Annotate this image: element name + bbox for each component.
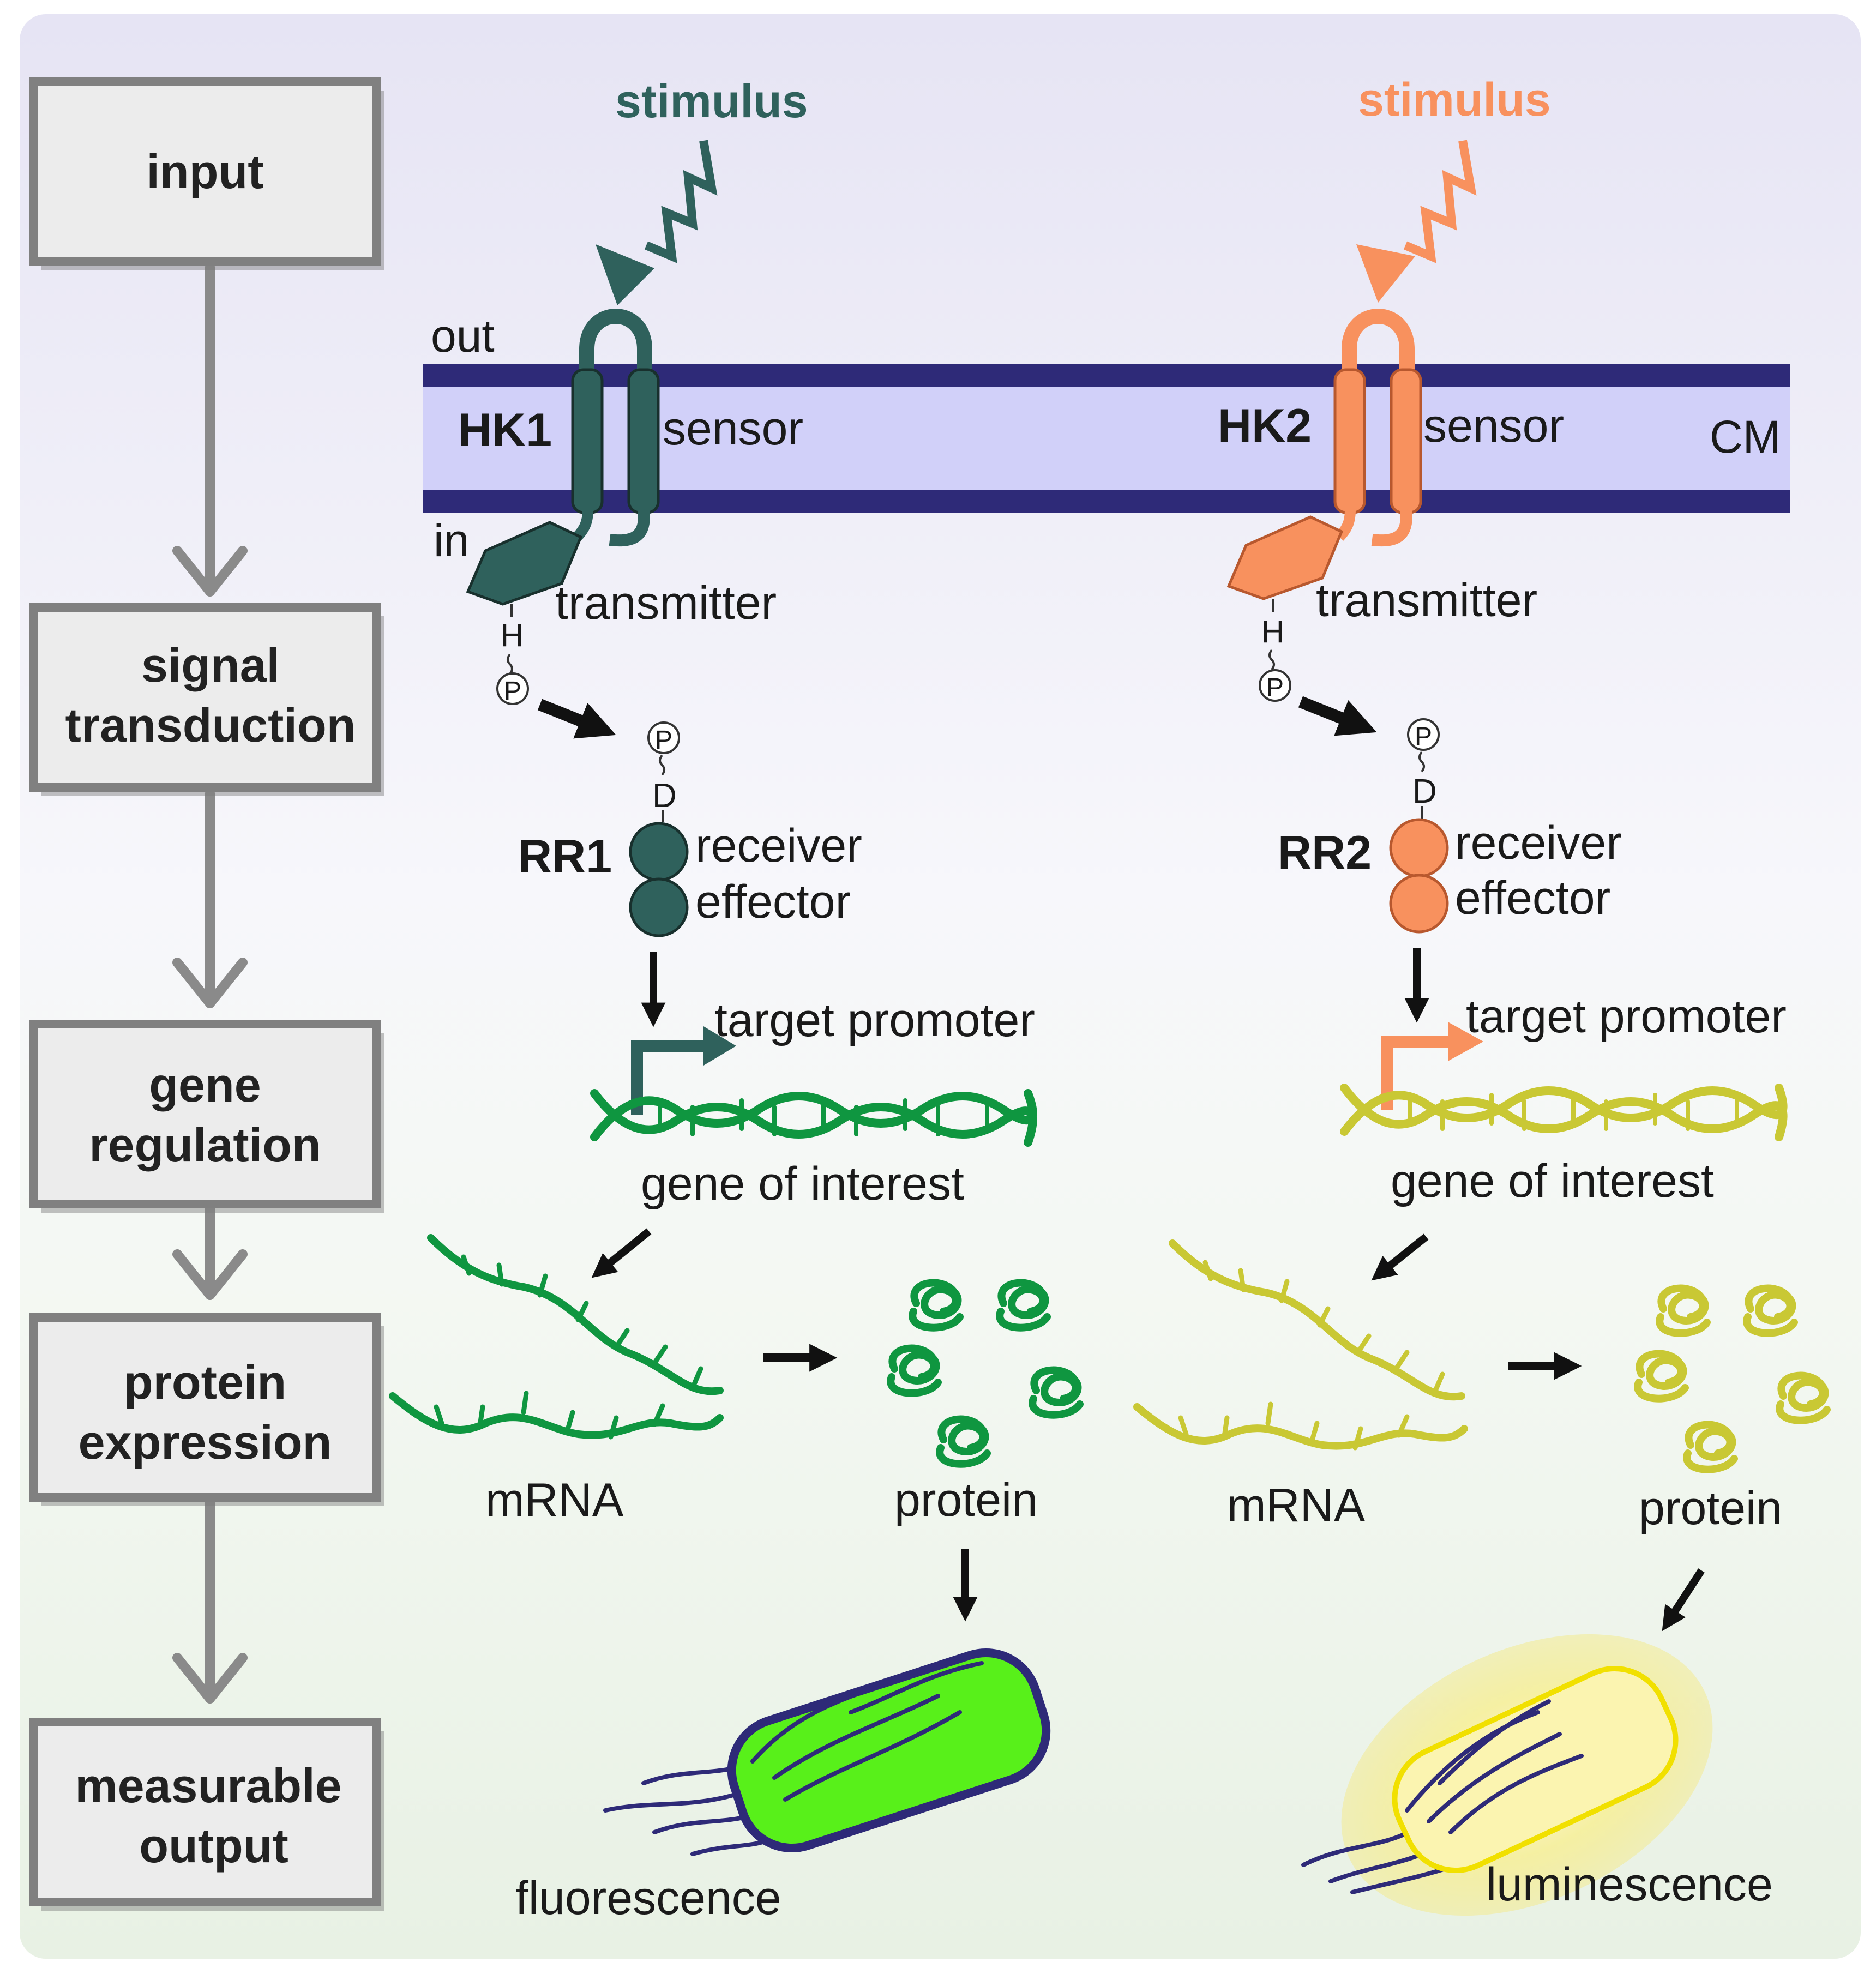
- protein-2-label: protein: [1639, 1482, 1782, 1534]
- step-label-input: input: [146, 145, 263, 198]
- step-label-signal-line2: transduction: [65, 698, 356, 752]
- stimulus-1-label: stimulus: [615, 75, 808, 128]
- pathway-1: stimulus HK1 sensor transmitter H P P D …: [389, 75, 1080, 1924]
- rr1-asp-label: D: [652, 777, 677, 815]
- step-box-input: input: [29, 77, 384, 270]
- promoter-1-arrow: [631, 1040, 709, 1115]
- rr2-effector-domain: [1389, 874, 1449, 934]
- fluorescent-bacterium: [603, 1648, 1051, 1856]
- step-box-protein-expression: protein expression: [29, 1313, 384, 1506]
- luminescent-bacterium: [1301, 1634, 1713, 1916]
- step-connectors: [172, 262, 248, 1704]
- mrna-1-label: mRNA: [485, 1474, 624, 1526]
- hk2-phosphate: [1259, 669, 1291, 702]
- gene-2-label: gene of interest: [1391, 1155, 1714, 1207]
- rr2-effector-label: effector: [1455, 872, 1610, 924]
- transcription-arrow-1: [591, 1228, 652, 1278]
- step-label-protein-line2: expression: [79, 1415, 332, 1469]
- svg-text:P: P: [504, 677, 521, 706]
- hk1-sensor: [571, 309, 660, 547]
- phosphotransfer-arrow-2: [1298, 696, 1377, 736]
- hk1-his-label: H: [501, 618, 524, 653]
- label-out: out: [431, 310, 495, 362]
- transcription-arrow-2: [1371, 1233, 1429, 1281]
- hk2-transmitter-label: transmitter: [1316, 574, 1537, 627]
- stimulus-2-label: stimulus: [1358, 74, 1551, 126]
- mrna-1: [389, 1234, 724, 1440]
- step-label-gene-line2: regulation: [89, 1118, 321, 1172]
- step-label-gene-line1: gene: [149, 1058, 261, 1112]
- rr1-receiver-domain: [629, 822, 689, 882]
- promoter-2-arrow: [1381, 1036, 1453, 1110]
- hk2-his-label: H: [1261, 614, 1284, 649]
- label-cm: CM: [1710, 411, 1781, 462]
- rr1-phosphate: [647, 721, 680, 754]
- step-column: input signal transduction gene regulatio…: [29, 77, 384, 1911]
- mrna-2-label: mRNA: [1227, 1479, 1366, 1532]
- step-box-measurable-output: measurable output: [29, 1718, 384, 1911]
- luminescence-label: luminescence: [1486, 1858, 1773, 1911]
- fluorescence-label: fluorescence: [515, 1872, 781, 1924]
- rr2-asp-label: D: [1412, 773, 1437, 810]
- step-box-gene-regulation: gene regulation: [29, 1020, 384, 1213]
- svg-text:P: P: [1415, 723, 1432, 751]
- rr2-phosphate: [1407, 718, 1440, 751]
- hk1-label: HK1: [458, 404, 552, 456]
- stimulus-1-arrowhead: [596, 244, 654, 305]
- hk1-phosphate: [496, 672, 529, 705]
- hk1-sensor-label: sensor: [663, 402, 803, 455]
- pathway-2: stimulus HK2 sensor transmitter H P P D …: [1133, 74, 1827, 1916]
- hk2-transmitter-domain: [1226, 515, 1344, 600]
- step-box-signal-transduction: signal transduction: [29, 603, 384, 796]
- phosphotransfer-arrow-1: [537, 699, 616, 739]
- dna-helix-1: [590, 1089, 1037, 1147]
- stimulus-2-arrowhead: [1356, 244, 1415, 303]
- rr2-receiver-domain: [1389, 818, 1449, 878]
- rr1-label: RR1: [518, 830, 612, 883]
- output-arrow-2: [1662, 1568, 1705, 1632]
- rr2-label: RR2: [1278, 827, 1372, 879]
- dna-helix-2: [1340, 1084, 1788, 1141]
- stimulus-1-zigzag: [644, 140, 718, 263]
- hk1-transmitter-domain: [466, 521, 583, 606]
- step-label-output-line2: output: [139, 1819, 288, 1873]
- svg-text:P: P: [1266, 673, 1284, 702]
- step-label-signal-line1: signal: [141, 638, 280, 692]
- protein-1-label: protein: [894, 1474, 1038, 1526]
- label-in: in: [434, 515, 469, 566]
- hk2-label: HK2: [1218, 400, 1312, 452]
- rr1-effector-label: effector: [695, 876, 851, 928]
- step-label-protein-line1: protein: [124, 1355, 286, 1409]
- mrna-2: [1133, 1239, 1468, 1451]
- promoter-1-label: target promoter: [714, 994, 1035, 1046]
- promoter-2-label: target promoter: [1466, 990, 1787, 1043]
- svg-text:P: P: [655, 726, 672, 755]
- rr2-receiver-label: receiver: [1455, 817, 1622, 869]
- gene-1-label: gene of interest: [641, 1158, 964, 1210]
- hk2-sensor: [1333, 309, 1422, 547]
- rr1-receiver-label: receiver: [695, 820, 862, 872]
- hk2-sensor-label: sensor: [1423, 400, 1564, 452]
- rr1-effector-domain: [629, 877, 689, 937]
- step-label-output-line1: measurable: [75, 1759, 341, 1813]
- stimulus-2-zigzag: [1403, 140, 1477, 263]
- hk1-transmitter-label: transmitter: [555, 577, 777, 629]
